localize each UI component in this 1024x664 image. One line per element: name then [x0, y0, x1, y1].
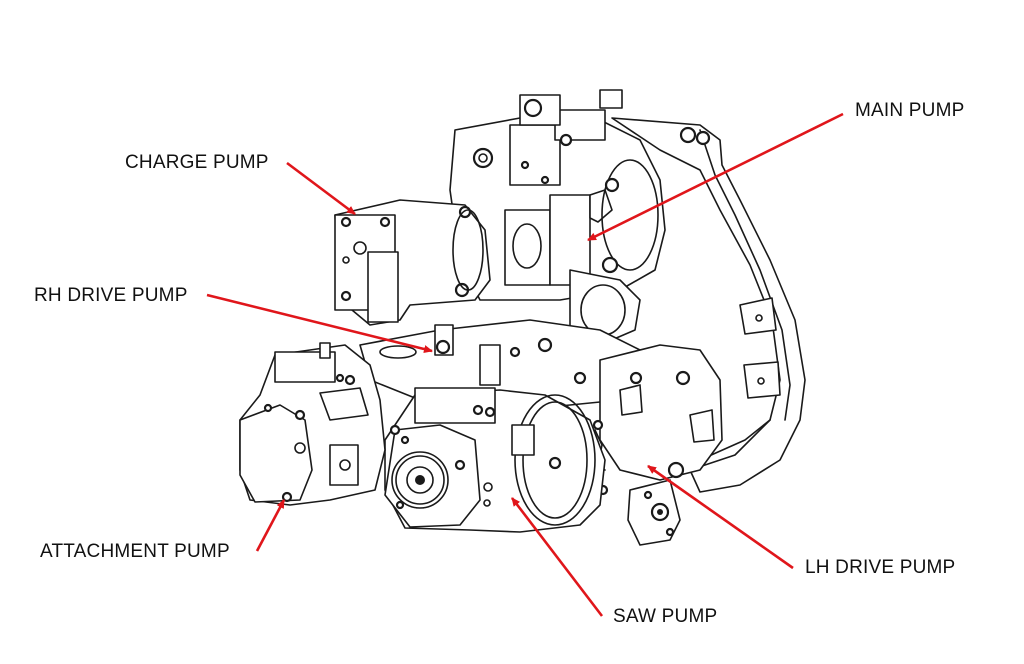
- label-lh-drive-pump: LH DRIVE PUMP: [805, 557, 956, 578]
- arrow-main-pump: [587, 112, 844, 242]
- arrow-attachment-pump: [255, 499, 286, 552]
- pointer-arrows: [206, 112, 844, 617]
- saw-pump-drawing: [384, 387, 606, 533]
- arrow-rh-drive-pump: [206, 293, 433, 353]
- main-pump-drawing: [449, 89, 666, 346]
- arrow-lh-drive-pump: [647, 464, 794, 570]
- attachment-pump-drawing: [239, 342, 386, 506]
- charge-pump-drawing: [334, 199, 491, 326]
- label-attachment-pump: ATTACHMENT PUMP: [40, 541, 230, 562]
- label-main-pump: MAIN PUMP: [855, 100, 965, 121]
- bell-housing: [611, 117, 806, 493]
- label-rh-drive-pump: RH DRIVE PUMP: [34, 285, 188, 306]
- lh-drive-pump-drawing: [592, 344, 723, 546]
- arrow-saw-pump: [510, 497, 604, 617]
- label-saw-pump: SAW PUMP: [613, 606, 718, 627]
- label-charge-pump: CHARGE PUMP: [125, 152, 269, 173]
- arrow-charge-pump: [286, 161, 356, 216]
